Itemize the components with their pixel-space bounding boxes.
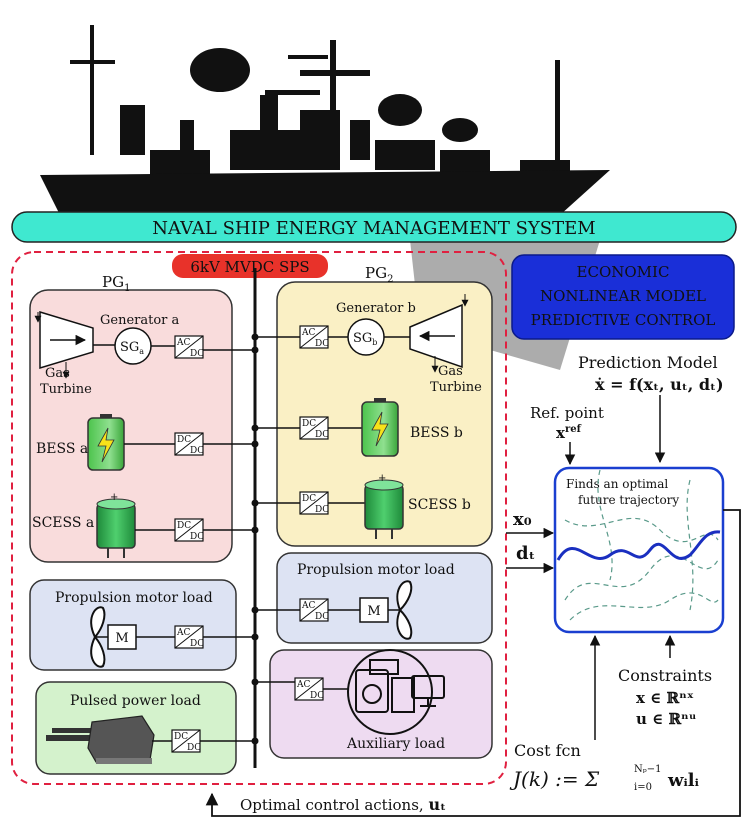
converter-ac-dc-prop-left: AC DC	[174, 625, 204, 649]
converter-ac-dc-a: AC DC	[174, 335, 204, 359]
cost-lim-top: Nₚ−1	[634, 764, 662, 775]
optimal-trajectory	[556, 530, 721, 561]
cost-term: wᵢlᵢ	[667, 770, 700, 791]
svg-text:DC: DC	[315, 339, 329, 349]
generator-b-symbol: SGb	[353, 331, 377, 347]
svg-text:DC: DC	[310, 691, 324, 701]
gas-turbine-a-label-1: Gas	[45, 366, 70, 381]
bus-label-badge	[172, 254, 328, 278]
svg-text:AC: AC	[176, 338, 190, 348]
generator-a-label: Generator a	[100, 313, 180, 328]
svg-text:DC: DC	[302, 419, 316, 429]
motor-left-icon	[107, 624, 137, 650]
svg-text:DC: DC	[190, 532, 204, 542]
motor-left-symbol: M	[115, 631, 128, 646]
svg-text:DC: DC	[187, 743, 201, 753]
input-dt: dₜ	[516, 543, 535, 564]
bess-b-battery-icon	[361, 398, 399, 457]
scess-b-capacitor-icon: +	[364, 473, 404, 539]
propulsion-right-label: Propulsion motor load	[297, 562, 455, 578]
propeller-left-icon	[90, 606, 106, 668]
prediction-model-title: Prediction Model	[578, 353, 718, 372]
enmpc-title-box	[511, 254, 735, 340]
gas-turbine-b-label-2: Turbine	[430, 380, 482, 395]
svg-text:DC: DC	[177, 435, 191, 445]
svg-text:DC: DC	[315, 505, 329, 515]
svg-text:+: +	[378, 473, 386, 484]
controller-text-1: Finds an optimal	[566, 477, 668, 491]
feedback-text: Optimal control actions, uₜ	[240, 795, 446, 814]
svg-text:DC: DC	[190, 639, 204, 649]
banner-title: NAVAL SHIP ENERGY MANAGEMENT SYSTEM	[152, 218, 595, 239]
bess-a-battery-icon	[87, 414, 125, 471]
svg-text:DC: DC	[315, 430, 329, 440]
converter-ac-dc-prop-right: AC DC	[299, 598, 329, 622]
enmpc-line-2: NONLINEAR MODEL	[540, 287, 706, 305]
bus-label: 6kV MVDC SPS	[190, 258, 309, 276]
cost-lim-bot: i=0	[634, 782, 652, 793]
scess-b-label: SCESS b	[408, 497, 471, 513]
svg-text:DC: DC	[315, 612, 329, 622]
cost-eq: J(k) := Σ	[509, 767, 600, 791]
converter-dc-dc-scess-a: DC DC	[174, 518, 204, 542]
svg-text:+: +	[110, 492, 118, 503]
propeller-right-icon	[396, 580, 413, 640]
motor-right-symbol: M	[367, 604, 380, 619]
gas-turbine-b-label-1: Gas	[438, 364, 463, 379]
svg-text:DC: DC	[190, 349, 204, 359]
svg-text:DC: DC	[190, 446, 204, 456]
motor-right-icon	[359, 597, 389, 623]
gas-turbine-a-label-2: Turbine	[40, 382, 92, 397]
propulsion-left-label: Propulsion motor load	[55, 590, 213, 606]
svg-text:DC: DC	[177, 521, 191, 531]
cost-title: Cost fcn	[514, 741, 581, 760]
enmpc-line-1: ECONOMIC	[577, 263, 670, 281]
candidate-trajectories	[564, 469, 719, 621]
pulsed-label: Pulsed power load	[70, 693, 201, 709]
svg-text:AC: AC	[301, 328, 315, 338]
controller-box	[553, 466, 725, 634]
generator-b-label: Generator b	[336, 301, 416, 316]
converter-ac-dc-aux: AC DC	[294, 677, 324, 701]
constraint-1: x ∈ ℝⁿˣ	[636, 689, 694, 707]
converter-dc-dc-scess-b: DC DC	[299, 491, 329, 515]
auxiliary-label: Auxiliary load	[346, 736, 445, 752]
ship-silhouette	[40, 25, 610, 215]
feedback-path	[205, 509, 741, 817]
appliances-icon	[347, 649, 445, 735]
prediction-model-eq: ẋ = f(xₜ, uₜ, dₜ)	[595, 375, 724, 394]
ref-point-title: Ref. point	[530, 404, 604, 422]
converter-ac-dc-b: AC DC	[299, 325, 329, 349]
svg-text:AC: AC	[176, 628, 190, 638]
system-banner: NAVAL SHIP ENERGY MANAGEMENT SYSTEM	[11, 211, 737, 243]
controller-text-2: future trajectory	[578, 493, 679, 507]
enmpc-line-3: PREDICTIVE CONTROL	[531, 311, 716, 329]
svg-text:DC: DC	[302, 494, 316, 504]
pg2-label: PG2	[365, 264, 393, 285]
bess-a-label: BESS a	[36, 441, 88, 457]
ref-point-symbol: xref	[556, 424, 582, 442]
naval-gun-icon	[46, 715, 155, 764]
scess-a-label: SCESS a	[32, 515, 94, 531]
pg1-label: PG1	[102, 273, 130, 294]
bess-b-label: BESS b	[410, 425, 463, 441]
input-x0: x₀	[513, 509, 532, 530]
constraints-title: Constraints	[618, 666, 712, 685]
converter-dc-dc-bess-b: DC DC	[299, 416, 329, 440]
converter-dc-dc-bess-a: DC DC	[174, 432, 204, 456]
svg-text:DC: DC	[174, 732, 188, 742]
constraint-2: u ∈ ℝⁿᵘ	[636, 710, 697, 728]
converter-dc-dc-pulsed: DC DC	[171, 729, 201, 753]
svg-text:AC: AC	[296, 680, 310, 690]
generator-a-symbol: SGa	[120, 340, 144, 356]
scess-a-capacitor-icon: +	[96, 492, 136, 558]
svg-text:AC: AC	[301, 601, 315, 611]
